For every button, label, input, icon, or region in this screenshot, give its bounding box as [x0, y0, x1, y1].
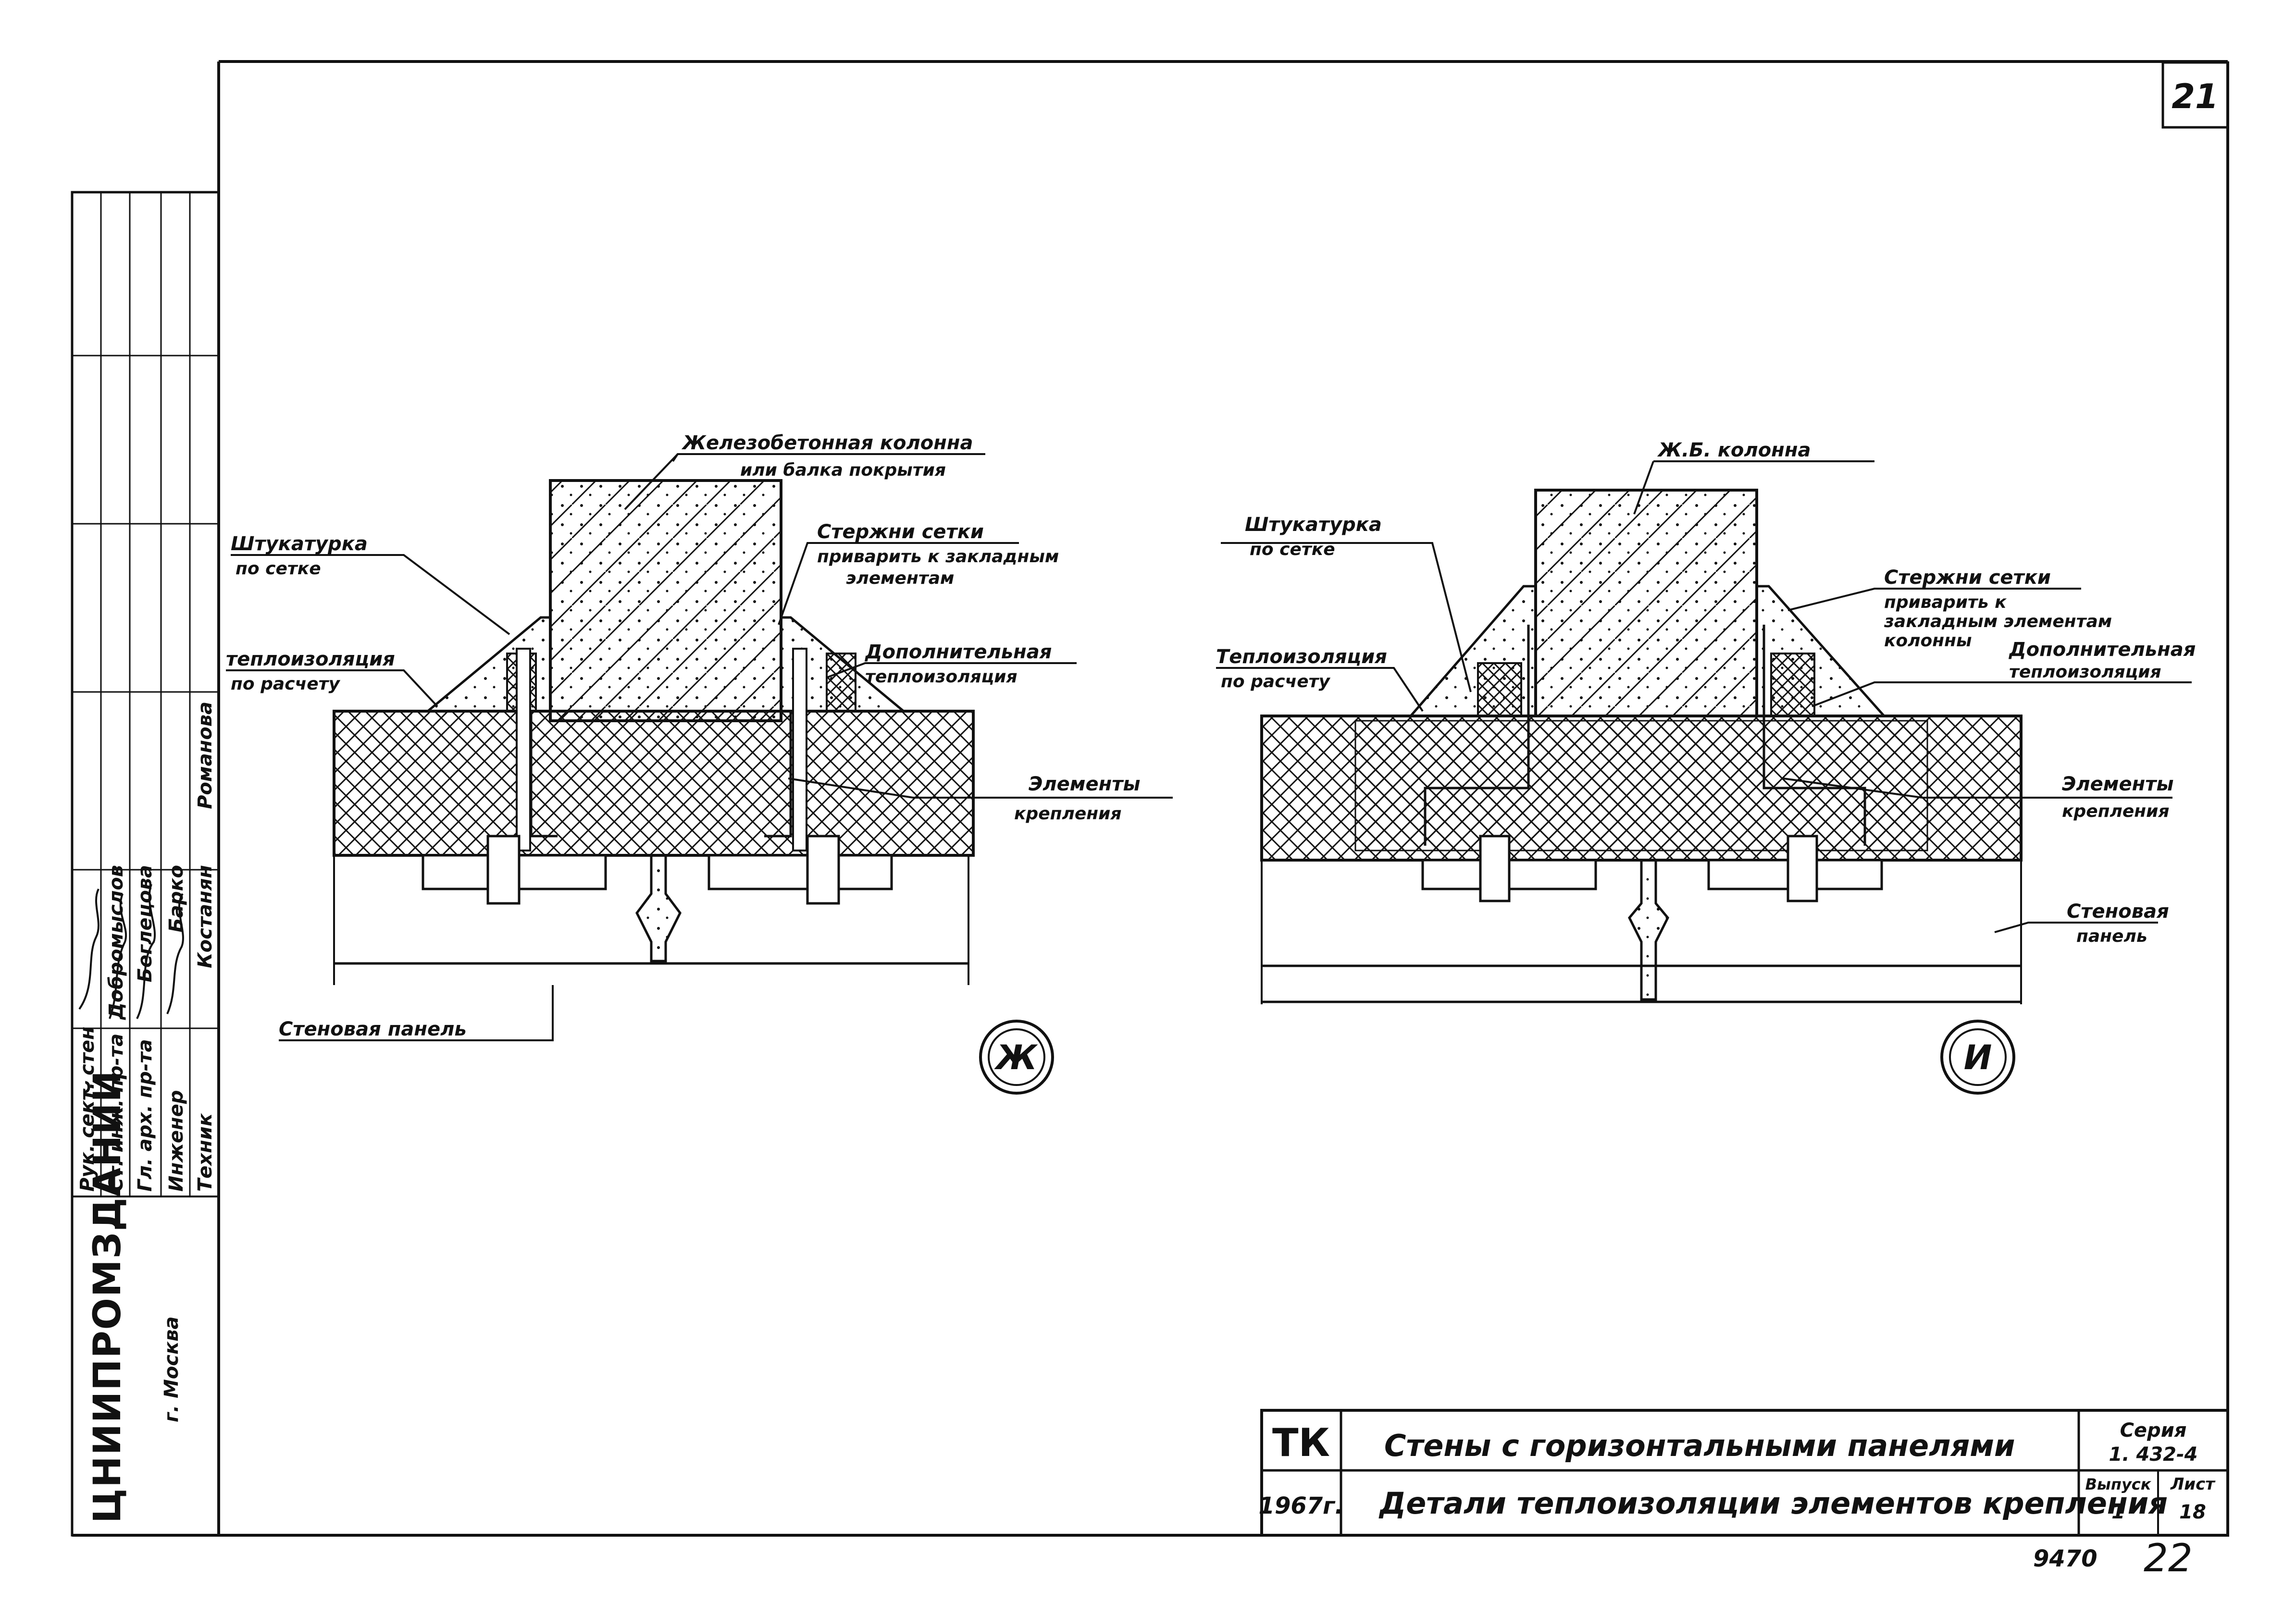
zh-label-addinsul2: теплоизоляция [865, 667, 1018, 687]
stamp-role-3: Гл. арх. пр-та [134, 1039, 156, 1192]
i-label-fasten: Элементы [2062, 773, 2174, 795]
series-value: 1. 432-4 [2109, 1443, 2198, 1466]
title-year: 1967г. [1259, 1492, 1344, 1519]
stamp-city: г. Москва [161, 1317, 183, 1422]
sheet-label: Лист [2170, 1475, 2216, 1494]
i-label-rods: Стержни сетки [1884, 567, 2051, 589]
zh-marker: Ж [994, 1038, 1038, 1077]
page-number: 21 [2172, 77, 2218, 116]
stamp-role-4: Инженер [165, 1090, 187, 1192]
i-label-insul: Теплоизоляция [1216, 646, 1387, 668]
i-label-panel2: панель [2076, 926, 2147, 946]
sheet-value: 18 [2179, 1501, 2206, 1523]
zh-label-insul2: по расчету [231, 674, 341, 694]
i-label-addinsul2: теплоизоляция [2009, 662, 2161, 682]
title-code: ТК [1272, 1420, 1330, 1465]
detail-zh: Железобетонная колонна или балка покрыти… [226, 432, 1173, 1095]
i-label-plaster2: по сетке [1250, 540, 1335, 559]
zh-label-rods: Стержни сетки [817, 521, 984, 543]
title-block: ТК 1967г. Стены с горизонтальными панеля… [1259, 1409, 2229, 1537]
zh-label-column: Железобетонная колонна [681, 432, 973, 454]
i-label-fasten2: крепления [2062, 802, 2170, 821]
bottom-code: 9470 [2033, 1545, 2097, 1572]
zh-label-rods3: элементам [846, 568, 954, 588]
zh-label-fasten2: крепления [1014, 804, 1122, 824]
i-label-rods2: приварить к [1884, 592, 2007, 612]
stamp-name-5: Романова [194, 702, 216, 809]
left-stamp: Добромыслов Беглецова Барко Костанян Ром… [71, 191, 220, 1537]
i-label-column: Ж.Б. колонна [1657, 439, 1811, 461]
page-number-box: 21 [2161, 61, 2229, 129]
stamp-name-4: Костанян [194, 865, 216, 968]
zh-label-rods2: приварить к закладным [817, 547, 1059, 567]
stamp-role-1: Рук. сект. стен [76, 1026, 99, 1192]
i-label-rods3: закладным элементам [1884, 612, 2112, 631]
i-label-plaster: Штукатурка [1245, 514, 1382, 536]
zh-label-panel: Стеновая панель [279, 1018, 467, 1040]
zh-label-insul: теплоизоляция [226, 648, 395, 670]
issue-value: 1 [2111, 1501, 2125, 1523]
bottom-number: 22 [2144, 1536, 2193, 1580]
i-marker: И [1964, 1038, 1992, 1077]
i-label-insul2: по расчету [1221, 672, 1331, 691]
stamp-role-5: Техник [194, 1113, 216, 1192]
series-label: Серия [2120, 1419, 2187, 1442]
i-label-rods4: колонны [1884, 631, 1972, 651]
i-label-panel: Стеновая [2067, 900, 2169, 923]
zh-label-fasten: Элементы [1029, 773, 1141, 795]
title-line-2: Детали теплоизоляции элементов крепления [1378, 1486, 2168, 1521]
stamp-role-2: Ст. инж. пр-та [105, 1034, 127, 1192]
zh-label-column2: или балка покрытия [740, 460, 946, 480]
signatures [78, 884, 184, 1019]
zh-label-addinsul: Дополнительная [864, 641, 1052, 663]
i-label-addinsul: Дополнительная [2008, 639, 2196, 661]
zh-label-plaster: Штукатурка [231, 533, 368, 555]
title-line-1: Стены с горизонтальными панелями [1384, 1428, 2015, 1463]
stamp-name-3: Барко [165, 865, 187, 933]
stamp-organization: ЦНИИПРОМЗДАНИЙ [85, 1070, 129, 1523]
zh-label-plaster2: по сетке [236, 559, 321, 579]
detail-i: Ж.Б. колонна Штукатурка по сетке Стержни… [1216, 439, 2196, 1095]
issue-label: Выпуск [2085, 1475, 2152, 1493]
